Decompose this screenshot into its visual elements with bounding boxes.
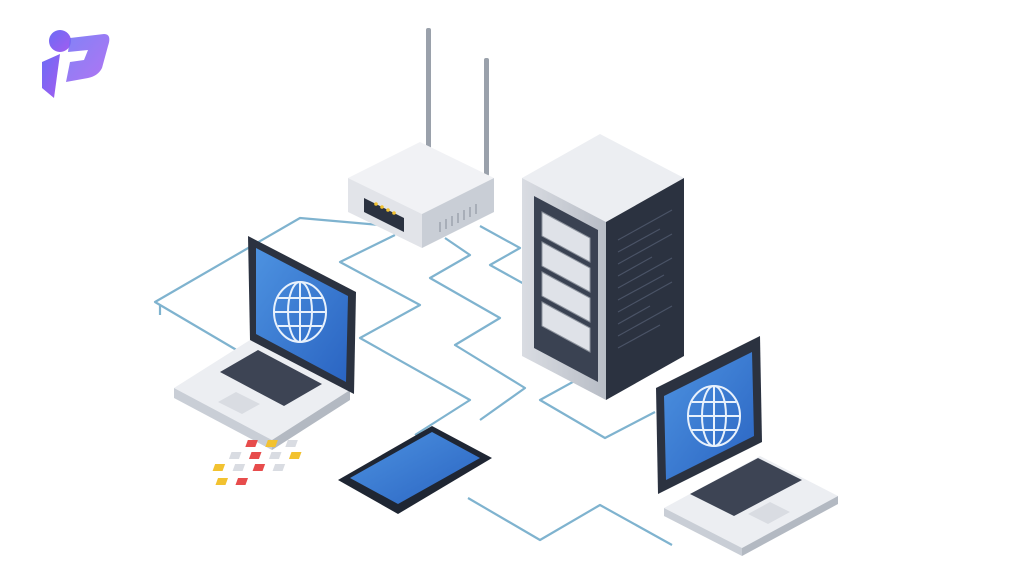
router-antenna-right [484, 58, 489, 176]
laptop-right-keyboard [690, 458, 802, 516]
cable-server-right-laptop [538, 377, 656, 440]
laptop-left-keyboard [220, 350, 322, 406]
cable-router-left-laptop [153, 216, 381, 356]
router-port-strip [364, 198, 404, 232]
laptop-right [656, 336, 838, 556]
laptop-left [174, 236, 356, 450]
router-vent [439, 204, 477, 232]
smartphone [212, 426, 492, 514]
cable-router-server [479, 225, 536, 291]
server-unit [541, 241, 591, 293]
laptop-right-base-side [742, 496, 838, 556]
laptop-left-base-edge [174, 388, 272, 450]
app-icons [212, 440, 302, 485]
wifi-router [348, 28, 494, 248]
rack-top [522, 134, 684, 222]
network-cables [153, 216, 673, 546]
laptop-left-touchpad [218, 392, 260, 414]
server-units [541, 211, 591, 353]
router-led [374, 202, 378, 206]
laptop-right-touchpad [748, 502, 790, 524]
cable-phone-right-laptop [467, 497, 673, 546]
server-unit [541, 301, 591, 353]
laptop-left-screen [256, 248, 348, 382]
cable-router-phone-b [428, 237, 527, 421]
cable-router-phone-a [338, 234, 472, 436]
router-antenna-left [426, 28, 431, 156]
brand-logo-icon [42, 30, 110, 98]
rack-side-lines [617, 209, 673, 349]
server-unit [541, 271, 591, 323]
globe-icon [273, 281, 327, 343]
phone-screen [350, 432, 480, 504]
server-rack [522, 134, 684, 400]
laptop-left-base-side [272, 390, 350, 450]
globe-icon [687, 385, 741, 447]
server-unit [541, 211, 591, 263]
laptop-right-base-edge [664, 508, 742, 556]
router-top [348, 142, 494, 214]
